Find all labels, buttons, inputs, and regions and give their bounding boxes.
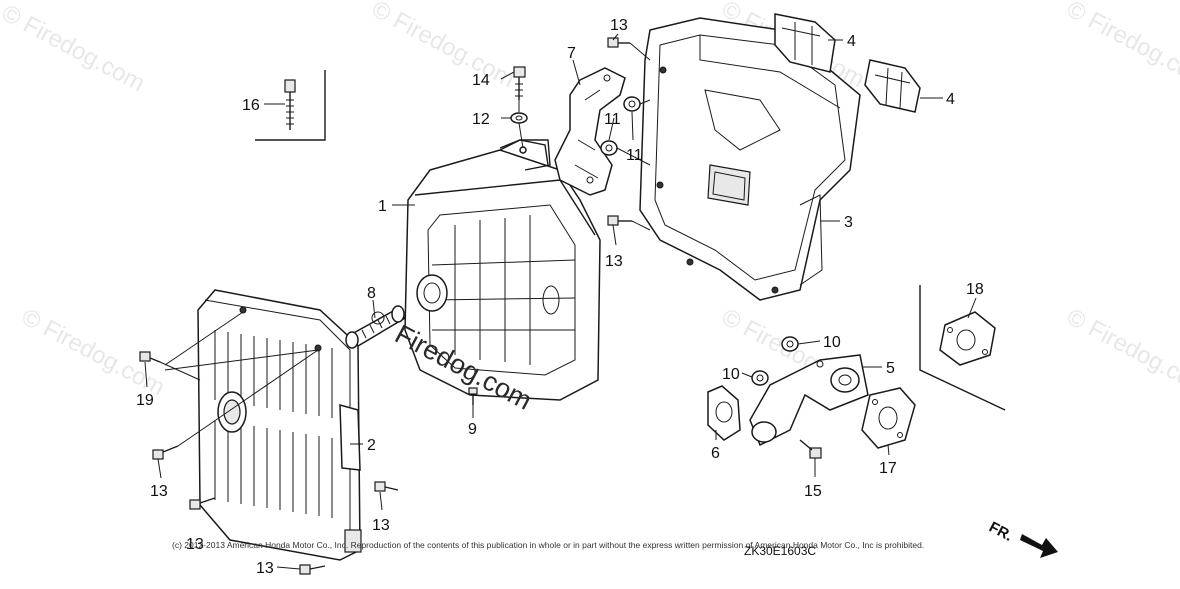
part-8-pipe (345, 305, 407, 349)
part-11-nut (623, 96, 641, 112)
front-arrow-icon (1020, 534, 1058, 558)
callout-8: 8 (367, 285, 376, 302)
part-17-gasket (861, 387, 916, 449)
part-13-bolt (607, 215, 632, 226)
grille-slots (214, 330, 333, 518)
part-2-muffler-cover (197, 289, 362, 561)
callout-10: 10 (823, 334, 841, 351)
assembly-lines (159, 42, 651, 447)
callout-4: 4 (946, 91, 955, 108)
part-15-bolt (799, 439, 822, 459)
callout-9: 9 (468, 421, 477, 438)
callout-5: 5 (886, 360, 895, 377)
callout-15: 15 (804, 483, 822, 500)
callout-6: 6 (711, 445, 720, 462)
copyright-notice: (c) 2012-2013 American Honda Motor Co., … (172, 540, 924, 550)
part-19-screw (139, 351, 161, 363)
callout-leaders (144, 33, 977, 570)
callout-19: 19 (136, 392, 154, 409)
callout-4: 4 (847, 33, 856, 50)
part-5-exhaust-pipe (749, 354, 869, 447)
diagram-code: ZK30E1603C (744, 544, 816, 558)
part-4-clip (864, 59, 921, 113)
part-14-bolt (513, 66, 526, 100)
callout-1: 1 (378, 198, 387, 215)
front-indicator: FR. (986, 519, 1058, 558)
callout-13: 13 (150, 483, 168, 500)
callout-18: 18 (966, 281, 984, 298)
part-9-screw (468, 387, 478, 405)
part-13-bolt (374, 481, 399, 492)
callout-17: 17 (879, 460, 897, 477)
part-3-muffler-protector (639, 17, 861, 301)
part-13-bolt (607, 37, 630, 48)
part-10-nut (751, 370, 769, 386)
callout-14: 14 (472, 72, 490, 89)
callout-16: 16 (242, 97, 260, 114)
callout-13: 13 (610, 17, 628, 34)
part-11-nut (600, 140, 618, 156)
watermark: © Firedog.com (0, 0, 149, 97)
callout-10: 10 (722, 366, 740, 383)
part-18-gasket (919, 285, 1006, 411)
callout-11: 11 (604, 111, 621, 128)
part-6-gasket (707, 385, 741, 441)
callout-13: 13 (605, 253, 623, 270)
callout-7: 7 (567, 45, 576, 62)
part-1-muffler (404, 139, 601, 401)
callout-12: 12 (472, 111, 490, 128)
part-10-nut (781, 336, 799, 352)
part-4-clip (774, 13, 836, 73)
watermark: © Firedog.com (1062, 0, 1180, 93)
part-13-bolt (152, 445, 179, 460)
part-16-bolt (255, 70, 326, 141)
callout-11: 11 (626, 147, 643, 164)
callout-2: 2 (367, 437, 376, 454)
callout-labels: 1 2 3 4 4 5 6 7 8 9 10 10 11 11 12 13 13… (136, 17, 984, 577)
callout-13: 13 (256, 560, 274, 577)
callout-13: 13 (372, 517, 390, 534)
front-label: FR. (986, 519, 1015, 545)
part-13-bolt (299, 564, 326, 575)
callout-13: 13 (186, 536, 204, 553)
part-7-bracket (554, 67, 626, 196)
watermark: © Firedog.com (367, 0, 519, 93)
part-12-washer (510, 112, 528, 124)
watermark: © Firedog.com (1062, 303, 1180, 401)
part-13-bolt (189, 497, 216, 510)
callout-3: 3 (844, 214, 853, 231)
